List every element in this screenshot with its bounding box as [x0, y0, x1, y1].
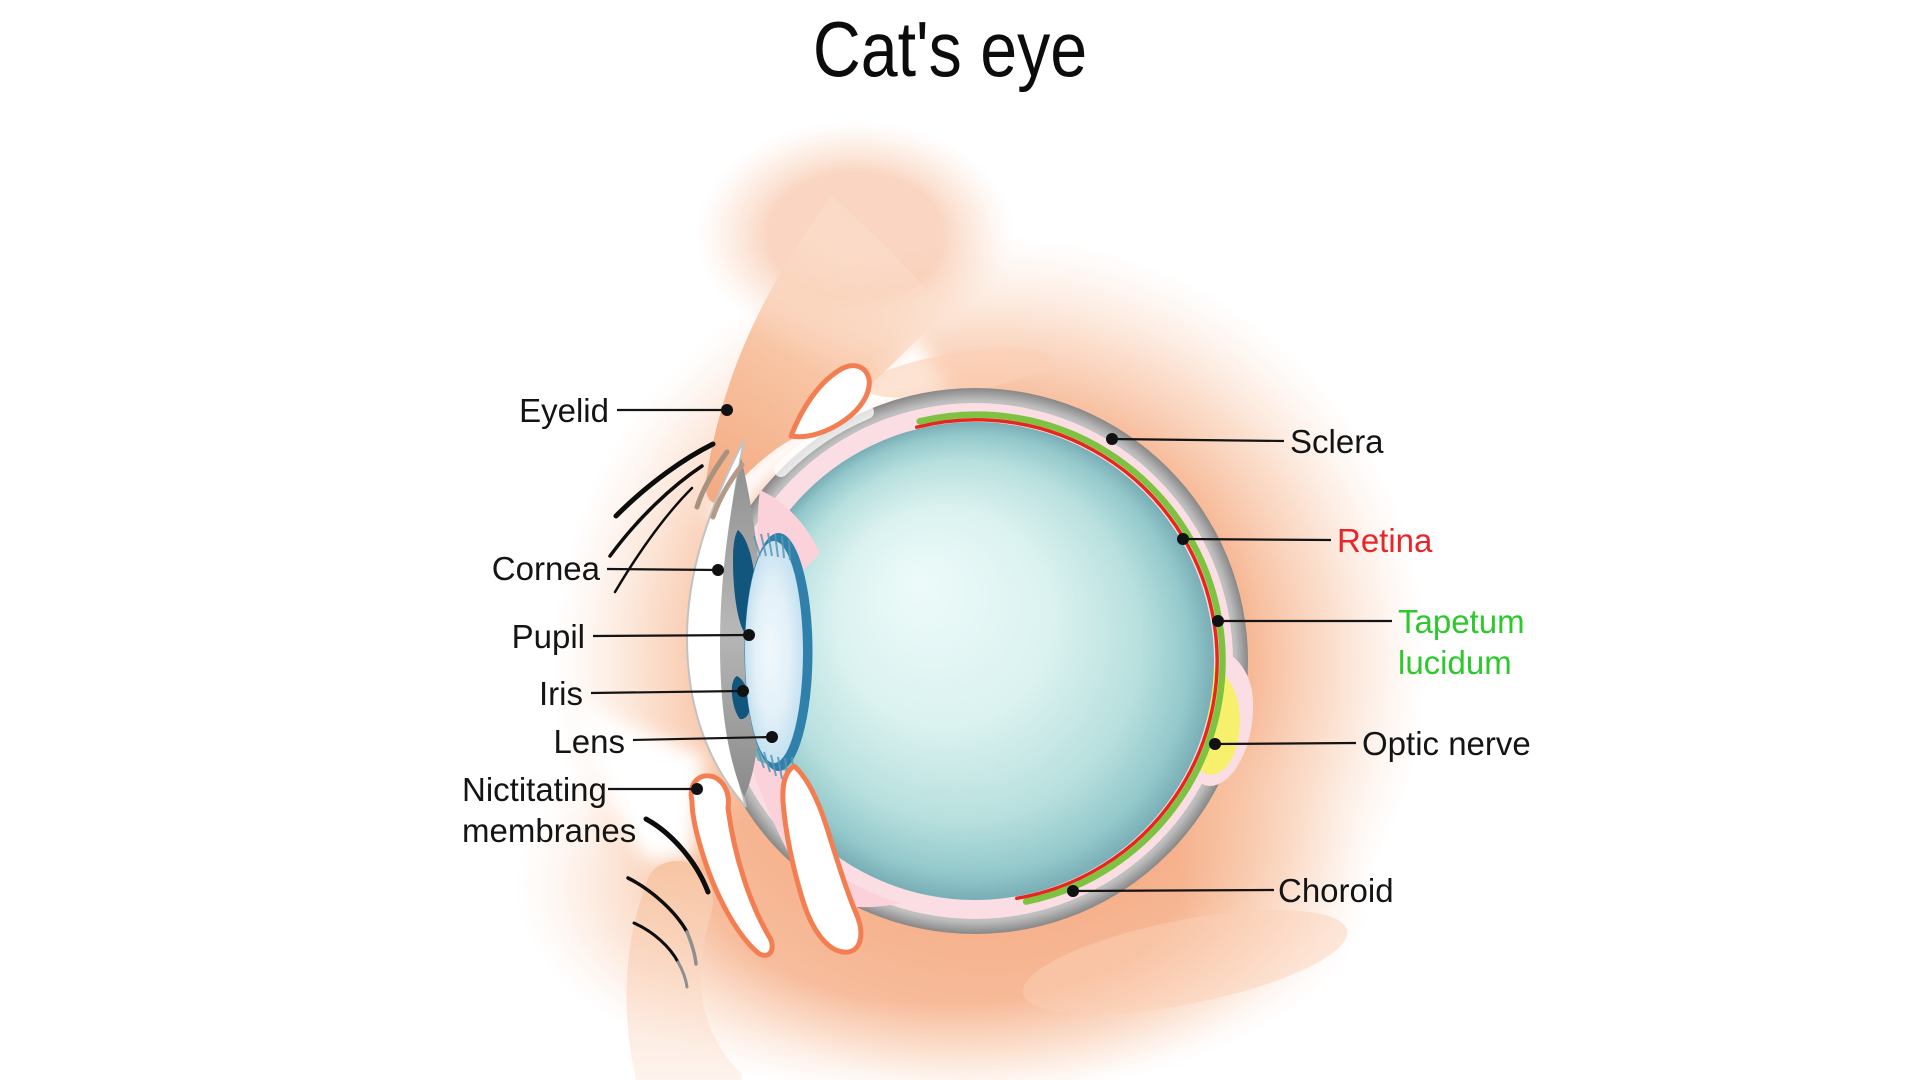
nictitating-membrane-right: [780, 763, 864, 955]
upper-lash: [613, 441, 716, 519]
lower-lash-gray: [685, 930, 698, 966]
label-lens: Lens: [553, 723, 625, 760]
upper-lash: [608, 464, 704, 558]
label-eyelid: Eyelid: [519, 392, 609, 429]
lower-lash: [632, 921, 680, 964]
label-nictitating-membranes: Nictitating membranes: [462, 769, 636, 851]
label-pupil: Pupil: [511, 618, 585, 655]
membranes: [688, 363, 872, 958]
label-iris: Iris: [539, 675, 583, 712]
upper-eyelid: [705, 196, 944, 504]
lower-lash-gray: [676, 960, 689, 989]
lower-eyelid: [626, 861, 742, 1080]
vitreous-body: [736, 422, 1214, 900]
label-choroid: Choroid: [1278, 872, 1394, 909]
upper-lid-margin: [788, 363, 872, 440]
lower-lash: [626, 876, 689, 934]
zonule-fibers-top: [753, 532, 791, 561]
anterior-segment: [685, 439, 900, 908]
upper-lid-highlight: [864, 348, 1052, 398]
upper-lash-gray: [694, 449, 730, 510]
upper-lash-gray: [710, 462, 745, 520]
eyeball: [702, 388, 1254, 934]
eyelashes: [608, 441, 745, 989]
label-retina: Retina: [1337, 522, 1433, 559]
label-tapetum-line1: Tapetum: [1398, 603, 1525, 640]
upper-lash: [613, 486, 694, 594]
tapetum-lucidum-layer: [916, 411, 1226, 905]
lower-lid-highlight: [1022, 910, 1348, 1014]
label-tapetum-line2: lucidum: [1398, 644, 1512, 681]
label-tapetum-lucidum: Tapetum lucidum: [1398, 601, 1525, 683]
lower-lash: [643, 816, 711, 895]
nictitating-membrane-left: [688, 773, 775, 958]
retina-layer: [914, 418, 1219, 901]
diagram-title: Cat's eye: [812, 5, 1088, 93]
lens-shape: [745, 541, 803, 763]
label-nictitating-line2: membranes: [462, 812, 637, 849]
label-optic-nerve: Optic nerve: [1362, 725, 1531, 762]
sclera-front-white: [774, 405, 874, 477]
label-sclera: Sclera: [1290, 423, 1384, 460]
label-nictitating-line1: Nictitating: [462, 771, 607, 808]
label-cornea: Cornea: [491, 550, 600, 587]
leader-dots: [691, 404, 1224, 897]
leader-lines: [590, 408, 1392, 893]
